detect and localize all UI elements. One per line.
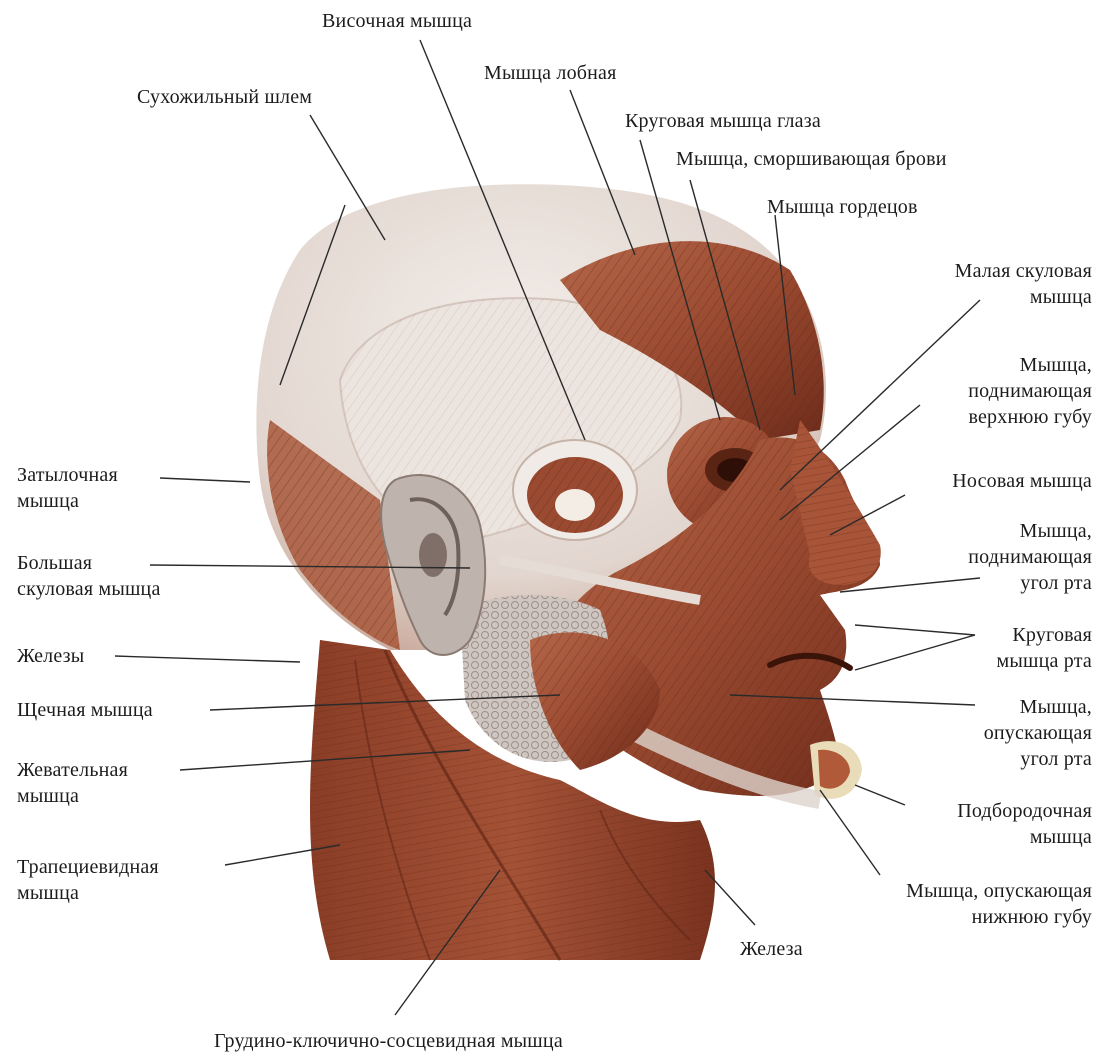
label-occipitalis: Затылочная мышца [17,464,118,512]
label-frontalis: Мышца лобная [484,62,617,84]
label-orbicularis-oris: Круговая мышца рта [996,624,1092,672]
label-mentalis: Подбородочная мышца [957,800,1092,848]
neck-muscles [310,640,715,961]
label-levator-labii: Мышца, поднимающая верхнюю губу [968,354,1092,428]
label-sternocleidomastoid: Грудино-ключично-сосцевидная мышца [214,1030,563,1052]
label-gland: Железа [740,938,803,960]
label-depressor-anguli: Мышца, опускающая угол рта [983,696,1092,770]
label-galea: Сухожильный шлем [137,86,313,108]
temporalis-window [512,439,638,541]
label-depressor-labii: Мышца, опускающая нижнюю губу [906,880,1092,928]
label-masseter: Жевательная мышца [17,759,129,807]
label-procerus: Мышца гордецов [767,196,918,218]
label-zygomaticus-major: Большая скуловая мышца [17,552,161,600]
label-levator-anguli: Мышца, поднимающая угол рта [968,520,1092,594]
label-trapezius: Трапециевидная мышца [17,856,159,904]
masseter-and-glands [460,555,701,770]
label-corrugator: Мышца, сморшивающая брови [676,148,947,170]
label-buccinator: Щечная мышца [17,699,153,721]
label-temporalis: Височная мышца [322,10,473,32]
leader-lines [114,39,981,1016]
label-glands: Железы [17,645,85,667]
ear [380,474,487,656]
label-zygomaticus-minor: Малая скуловая мышца [954,260,1092,308]
label-orbicularis-oculi: Круговая мышца глаза [625,110,821,132]
frontalis-muscle [560,241,824,440]
label-nasalis: Носовая мышца [952,470,1092,492]
